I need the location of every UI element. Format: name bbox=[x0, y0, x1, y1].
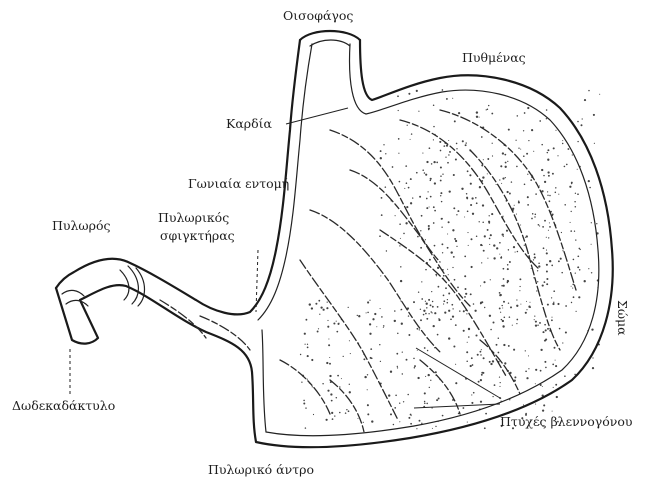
mucosal-folds bbox=[160, 110, 576, 432]
stomach-outer-wall bbox=[56, 40, 613, 447]
duodenum-tube bbox=[56, 288, 98, 344]
stomach-inner-wall bbox=[258, 44, 599, 436]
label-body: Σώμα bbox=[615, 300, 630, 336]
label-mucosal-folds: Πτυχές βλεννογόνου bbox=[500, 414, 633, 429]
esophagus-opening bbox=[300, 31, 360, 40]
label-pyloric-sphincter-2: σφιγκτήρας bbox=[160, 228, 235, 243]
label-angular-notch: Γωνιαία εντομή bbox=[188, 176, 289, 191]
mucosa-stipple bbox=[300, 89, 600, 429]
label-pylorus: Πυλωρός bbox=[52, 218, 111, 233]
label-pyloric-sphincter-1: Πυλωρικός bbox=[158, 210, 229, 225]
cardia-leader bbox=[286, 108, 348, 124]
label-duodenum: Δωδεκαδάκτυλο bbox=[12, 398, 115, 413]
label-cardia: Καρδία bbox=[226, 116, 273, 131]
folds-leader-1 bbox=[416, 348, 500, 398]
label-pyloric-antrum: Πυλωρικό άντρο bbox=[208, 462, 314, 477]
label-esophagus: Οισοφάγος bbox=[283, 8, 353, 23]
label-fundus: Πυθμένας bbox=[462, 50, 526, 65]
